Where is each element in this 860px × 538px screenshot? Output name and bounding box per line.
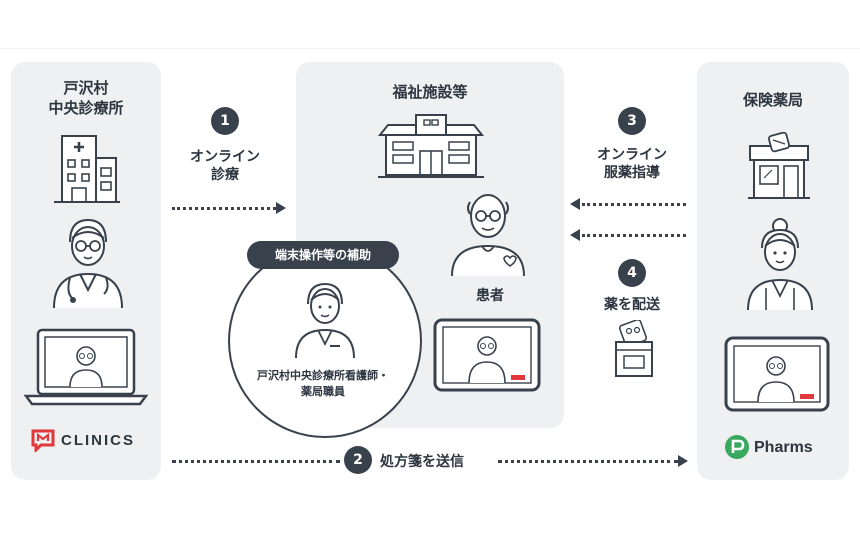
clinics-logo-text: CLINICS <box>61 432 135 449</box>
nurse-staff-icon <box>295 282 355 359</box>
step-3-arrowhead <box>570 198 580 210</box>
pharmacy-title: 保険薬局 <box>742 91 803 109</box>
pharmacy-store-icon <box>748 132 810 199</box>
step-4-label: 薬を配送 <box>604 297 660 313</box>
step-3-label: オンライン 服薬指導 <box>597 147 667 181</box>
step-2-arrowhead <box>678 455 688 467</box>
tablet-video-call-icon <box>433 318 541 392</box>
hospital-icon <box>54 135 120 203</box>
step-4-arrow-line <box>582 234 686 237</box>
support-caption: 戸沢村中央診療所看護師・ 薬局職員 <box>257 369 389 398</box>
step-1-arrowhead <box>276 202 286 214</box>
elderly-patient-icon <box>451 194 525 277</box>
step-2-badge: 2 <box>344 446 372 474</box>
step-1-badge: 1 <box>211 107 239 135</box>
clinics-logo-icon <box>31 429 55 452</box>
pharmacy-tablet-video-call-icon <box>724 336 830 412</box>
step-4-badge: 4 <box>618 259 646 287</box>
support-tag: 端末操作等の補助 <box>247 241 399 269</box>
welfare-title: 福祉施設等 <box>392 83 468 101</box>
welfare-building-icon <box>378 114 484 178</box>
step-3-arrow-line <box>582 203 686 206</box>
laptop-video-call-icon <box>24 328 148 406</box>
medicine-package-icon <box>615 320 653 377</box>
patient-label: 患者 <box>476 288 504 304</box>
step-2-arrow-line-left <box>172 460 340 463</box>
step-4-arrowhead <box>570 229 580 241</box>
step-2-label: 処方箋を送信 <box>380 454 464 470</box>
clinic-panel <box>11 62 161 480</box>
pharms-logo-text: Pharms <box>754 439 813 456</box>
doctor-icon <box>53 218 123 309</box>
pharms-logo-icon <box>725 435 749 459</box>
step-3-badge: 3 <box>618 107 646 135</box>
clinic-title: 戸沢村 中央診療所 <box>48 79 124 117</box>
step-1-arrow-line <box>172 207 276 210</box>
top-divider <box>0 48 860 49</box>
step-1-label: オンライン 診療 <box>190 149 260 183</box>
pharmacist-icon <box>747 218 813 311</box>
step-2-arrow-line-right <box>498 460 678 463</box>
